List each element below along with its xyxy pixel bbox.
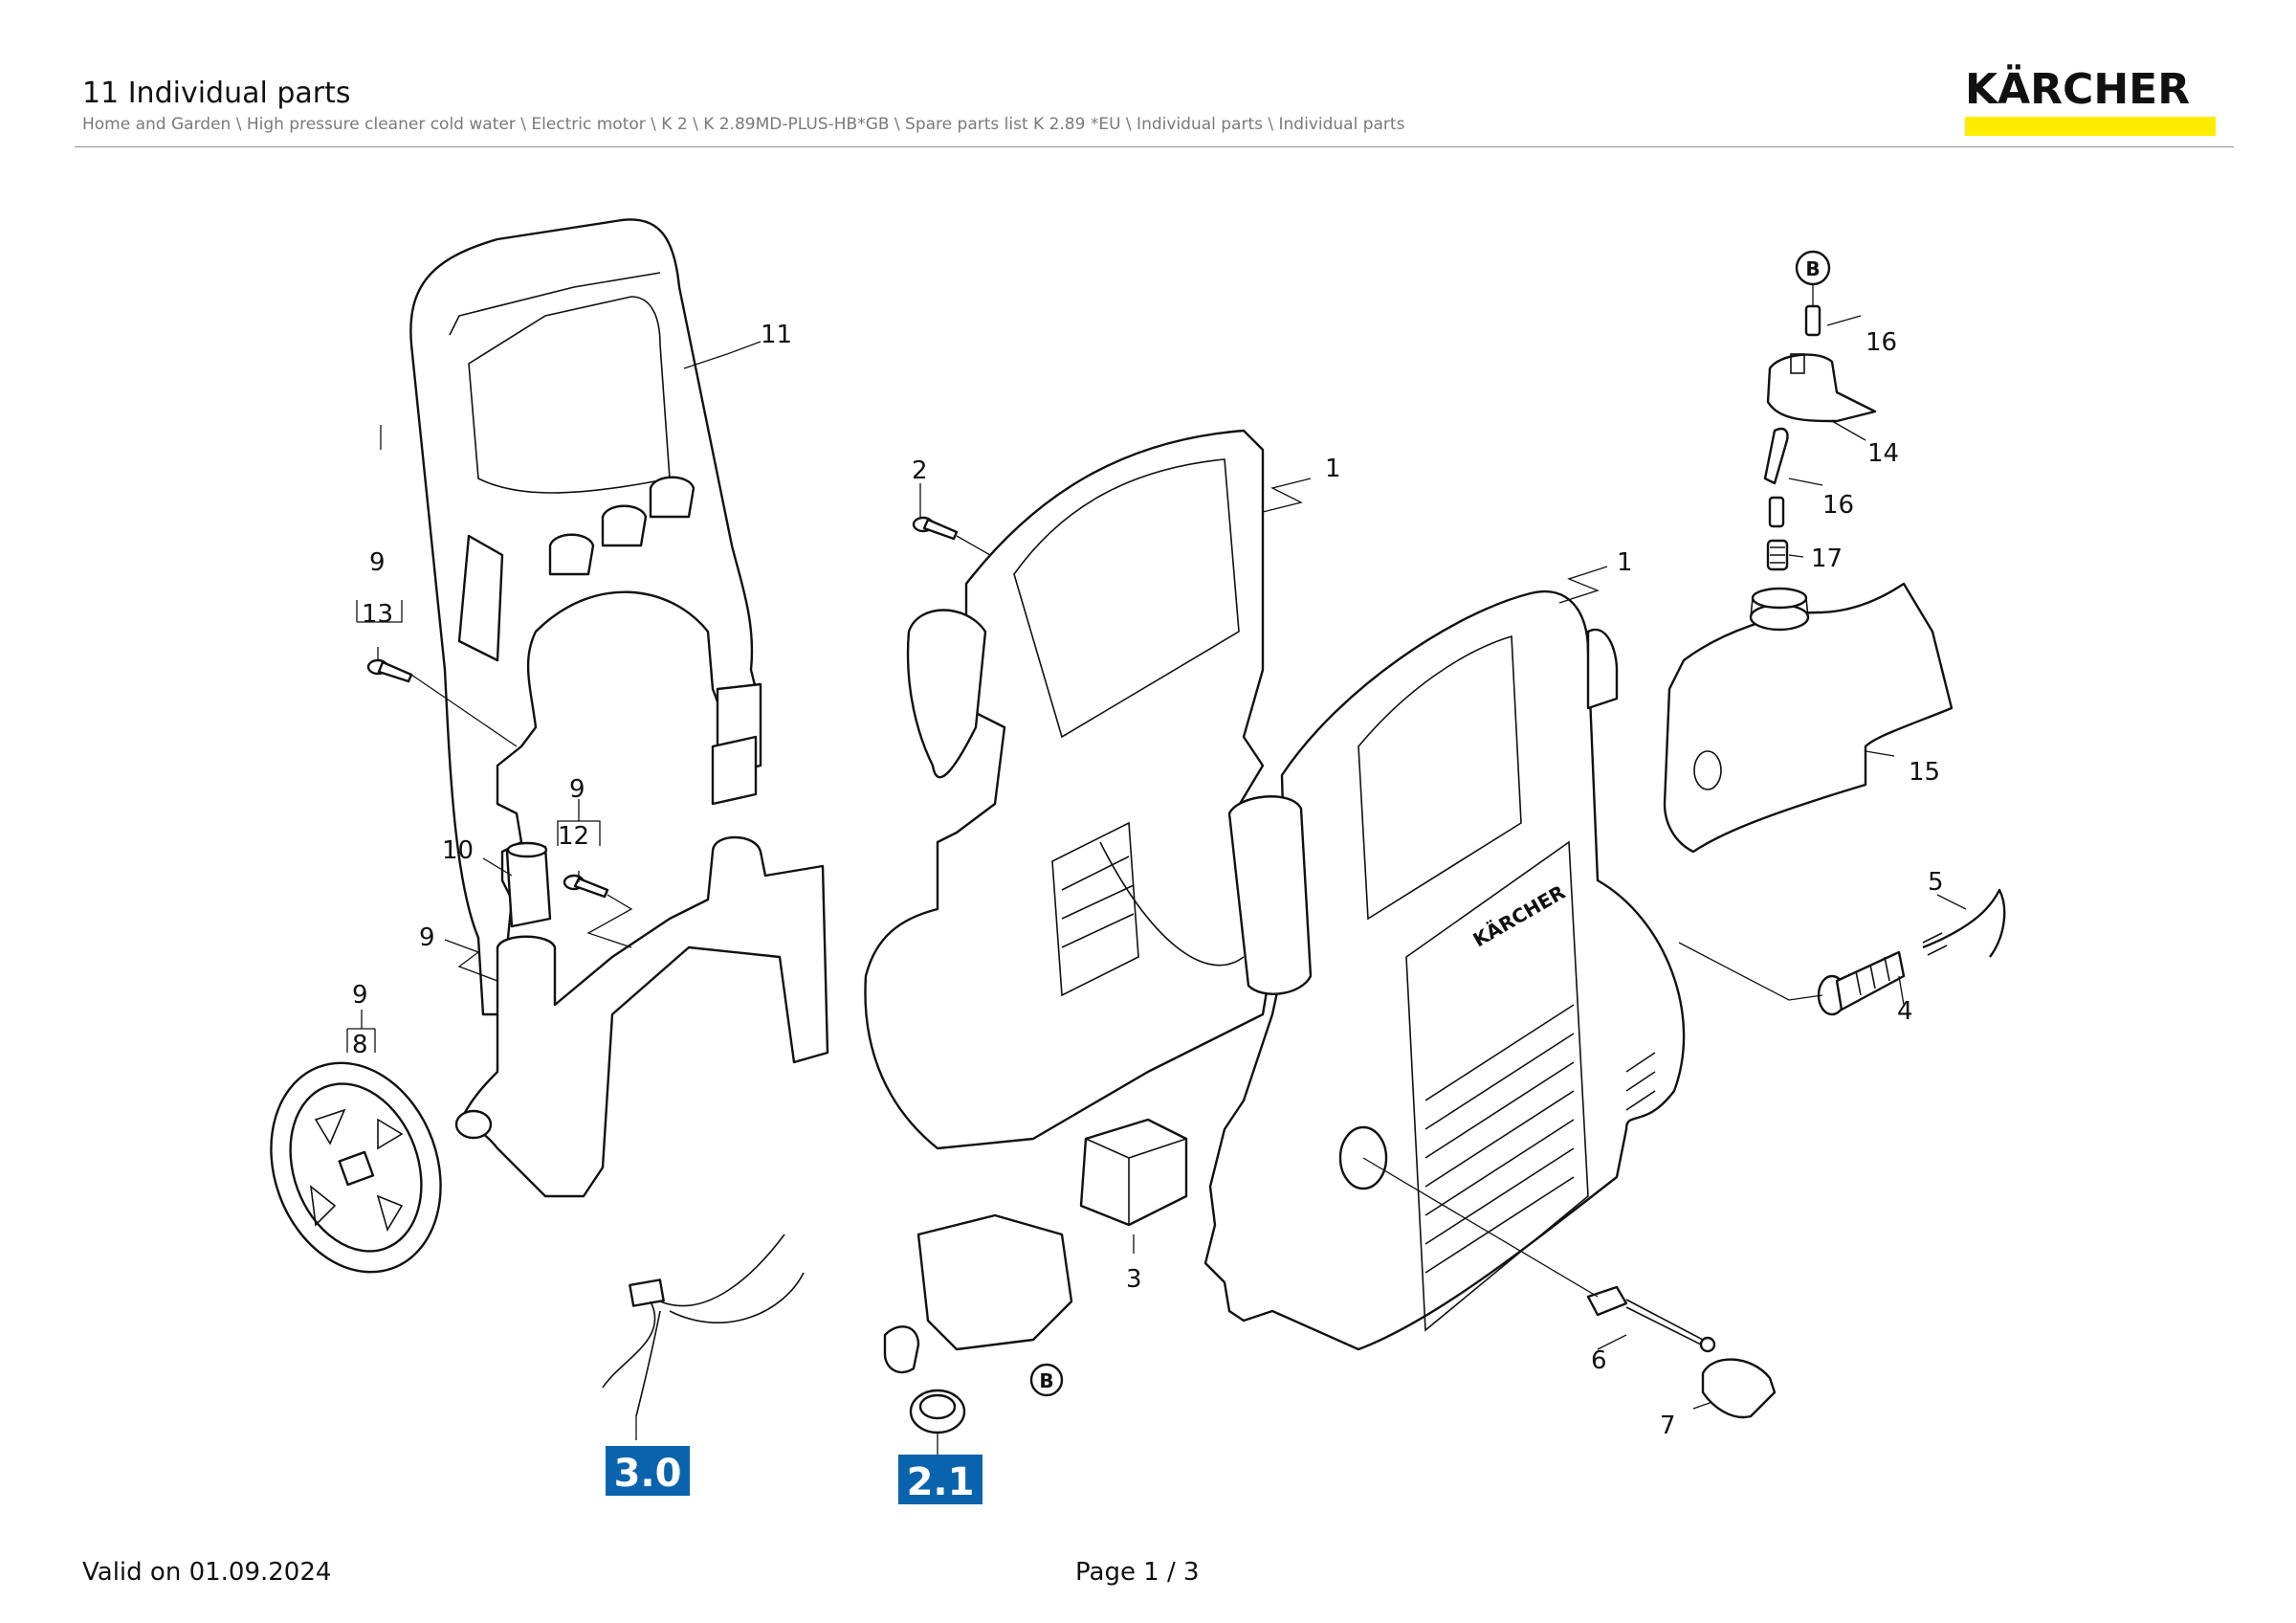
part-filter-17 [1766, 539, 1789, 571]
brand-logo-text: KÄRCHER [1965, 65, 2191, 114]
part-tank [1663, 582, 1954, 854]
callout-9-c: 9 [419, 923, 435, 952]
breadcrumb: Home and Garden \ High pressure cleaner … [82, 115, 1405, 134]
part-front-housing: KÄRCHER [1203, 590, 1686, 1351]
svg-text:B: B [1805, 257, 1820, 280]
part-cable-5 [1922, 888, 2006, 958]
callout-8: 8 [352, 1031, 368, 1059]
part-lower-frame [454, 835, 829, 1198]
part-cable-gland [1817, 950, 1906, 1016]
brand-logo: KÄRCHER [1965, 67, 2216, 136]
header-divider [75, 146, 2234, 147]
part-switch [1079, 1118, 1188, 1227]
part-rear-housing [864, 429, 1274, 1150]
part-cap [1766, 353, 1877, 423]
part-cable-set [602, 1234, 805, 1417]
callout-11: 11 [761, 321, 792, 349]
footer-page-number: Page 1 / 3 [1075, 1558, 1200, 1587]
callout-1-b: 1 [1617, 548, 1633, 577]
callout-7: 7 [1660, 1412, 1676, 1440]
page-title: 11 Individual parts [82, 77, 351, 110]
group-label-3-0[interactable]: 3.0 [606, 1446, 690, 1496]
callout-17: 17 [1811, 545, 1843, 573]
group-label-2-1[interactable]: 2.1 [898, 1455, 982, 1504]
callout-6: 6 [1591, 1346, 1607, 1375]
callout-15: 15 [1909, 758, 1940, 787]
callout-14: 14 [1867, 439, 1899, 468]
part-pump-block: B [883, 1213, 1073, 1434]
callout-16-b: 16 [1822, 491, 1854, 520]
marker-b-top: B [1795, 250, 1831, 286]
part-knob [1701, 1358, 1777, 1419]
callout-13: 13 [362, 600, 393, 629]
leader-lines [346, 284, 1967, 1455]
brand-logo-bar [1965, 117, 2216, 136]
part-screw-13 [366, 658, 413, 683]
part-tube [505, 841, 552, 928]
part-handle-frame [409, 218, 762, 1016]
marker-b-pump: B [1039, 1369, 1053, 1392]
callout-16-a: 16 [1866, 328, 1897, 357]
callout-labels: 11 9 13 9 12 10 9 9 8 2 1 1 3 6 7 16 14 … [352, 321, 1944, 1440]
callout-10: 10 [442, 836, 474, 865]
callout-9-d: 9 [352, 981, 368, 1010]
callout-3: 3 [1126, 1265, 1142, 1294]
callout-2: 2 [912, 456, 928, 485]
callout-9-b: 9 [569, 775, 585, 804]
footer-valid-date: Valid on 01.09.2024 [82, 1558, 332, 1587]
part-rod [1586, 1285, 1716, 1353]
callout-9-a: 9 [369, 548, 386, 577]
callout-1-a: 1 [1325, 455, 1341, 483]
callout-4: 4 [1897, 997, 1913, 1026]
part-wheel [270, 1061, 442, 1274]
part-screw-2 [912, 516, 959, 541]
callout-5: 5 [1928, 868, 1944, 897]
svg-text:3.0: 3.0 [614, 1452, 682, 1496]
svg-text:2.1: 2.1 [907, 1460, 975, 1504]
callout-12: 12 [558, 822, 589, 851]
part-screw-12 [563, 874, 609, 899]
